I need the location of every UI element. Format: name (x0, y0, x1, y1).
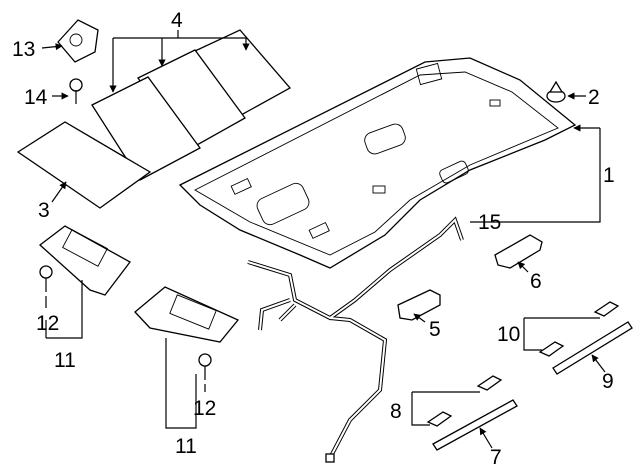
callout-12-right: 12 (193, 397, 216, 420)
sound-pad-panels[interactable] (16, 29, 292, 209)
grab-handle-5[interactable] (397, 289, 441, 321)
callout-3: 3 (38, 199, 50, 222)
clip-part[interactable] (57, 19, 99, 63)
grab-handle-6[interactable] (494, 234, 543, 269)
bracket-part-8[interactable] (426, 375, 503, 427)
callout-8: 8 (390, 400, 402, 423)
callout-15: 15 (478, 211, 501, 234)
headliner-part[interactable] (178, 57, 577, 269)
sun-visor-right[interactable] (134, 286, 240, 343)
screw-part-12-left[interactable] (39, 265, 53, 292)
callout-1: 1 (603, 164, 615, 187)
callout-5: 5 (429, 318, 441, 341)
callout-9: 9 (602, 370, 614, 393)
screw-part-14[interactable] (69, 78, 83, 104)
callout-10: 10 (497, 323, 520, 346)
rail-part-9[interactable] (552, 321, 633, 375)
callout-12-left: 12 (36, 312, 59, 335)
callout-14: 14 (24, 86, 48, 109)
callout-2: 2 (588, 86, 600, 109)
leader-lines (41, 30, 606, 449)
screw-part-12-right[interactable] (198, 353, 212, 380)
push-pin-part-2[interactable] (546, 80, 566, 103)
bracket-part-10[interactable] (538, 301, 620, 357)
rail-part-7[interactable] (432, 399, 518, 451)
callout-4: 4 (171, 9, 183, 32)
callout-7: 7 (490, 446, 502, 469)
callout-11-right: 11 (175, 435, 197, 458)
callouts: 13 4 14 2 3 1 15 6 12 11 5 10 9 12 11 8 … (12, 9, 615, 469)
wiring-harness[interactable] (247, 216, 464, 463)
sun-visor-left[interactable] (38, 225, 131, 296)
callout-13: 13 (12, 38, 35, 61)
callout-6: 6 (530, 270, 542, 293)
callout-11-left: 11 (54, 349, 76, 372)
